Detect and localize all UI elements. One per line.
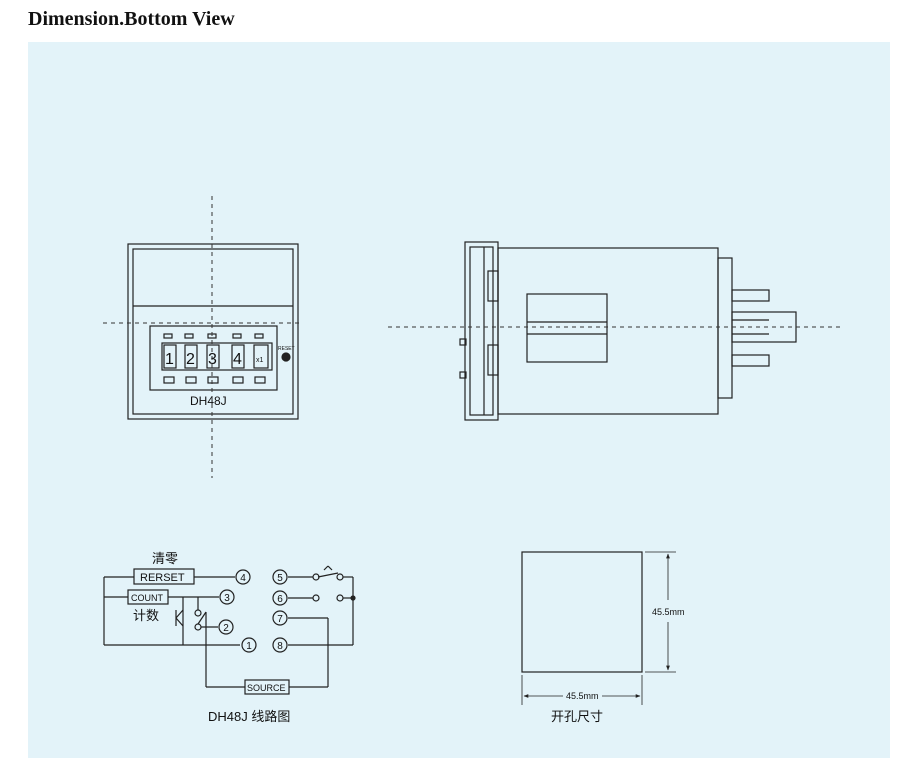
digit-2: 2 xyxy=(186,351,195,368)
svg-text:6: 6 xyxy=(277,594,283,605)
model-label: DH48J xyxy=(190,394,227,408)
reset-button-dot xyxy=(281,352,291,362)
digit-cell-3 xyxy=(206,344,220,369)
cutout-drawing xyxy=(521,551,676,705)
digit-4: 4 xyxy=(233,351,242,368)
front-bezel-outer xyxy=(127,243,299,420)
count-label-cn: 计数 xyxy=(133,608,159,623)
source-box-label: SOURCE xyxy=(247,683,286,693)
terminal-numbers: 4 3 2 1 5 6 7 8 xyxy=(223,573,283,652)
count-box-label: COUNT xyxy=(131,593,163,603)
terminal-8 xyxy=(272,637,288,653)
digit-cell-4 xyxy=(231,344,245,369)
digit-cell-2 xyxy=(184,344,198,369)
digit-down-buttons xyxy=(163,376,266,384)
cutout-width-label: 45.5mm xyxy=(566,691,599,701)
terminal-1 xyxy=(241,637,257,653)
terminal-7 xyxy=(272,610,288,626)
terminal-2 xyxy=(218,619,234,635)
svg-text:2: 2 xyxy=(223,623,229,634)
front-bezel-inner xyxy=(132,248,294,415)
digit-cell-mult xyxy=(253,344,269,369)
svg-text:3: 3 xyxy=(224,593,230,604)
terminal-4 xyxy=(235,569,251,585)
multiplier-label: x1 xyxy=(256,357,264,364)
digit-up-buttons xyxy=(163,333,264,339)
wiring-diagram xyxy=(103,565,356,695)
side-label xyxy=(526,293,608,363)
socket-base xyxy=(717,257,733,399)
digit-strip xyxy=(161,342,273,371)
diagram-panel xyxy=(28,42,890,758)
pin-2 xyxy=(731,354,770,367)
digit-cell-1 xyxy=(163,344,177,369)
side-view xyxy=(459,241,797,421)
terminal-3 xyxy=(219,589,235,605)
digit-1: 1 xyxy=(165,351,174,368)
svg-text:4: 4 xyxy=(240,573,246,584)
reset-box-label: RERSET xyxy=(140,572,185,584)
svg-text:5: 5 xyxy=(277,573,283,584)
front-view xyxy=(127,243,299,420)
front-centerlines xyxy=(103,196,300,478)
wiring-caption: DH48J 线路图 xyxy=(208,709,290,724)
reset-small-label: RESET xyxy=(278,346,295,352)
page-title: Dimension.Bottom View xyxy=(28,8,235,30)
reset-label-cn: 清零 xyxy=(152,551,178,566)
svg-text:1: 1 xyxy=(246,641,252,652)
counter-window xyxy=(149,325,278,391)
cutout-caption: 开孔尺寸 xyxy=(551,709,603,724)
cutout-height-label: 45.5mm xyxy=(652,607,685,617)
cutout-square xyxy=(521,551,643,673)
terminal-6 xyxy=(272,590,288,606)
svg-text:8: 8 xyxy=(277,641,283,652)
terminal-5 xyxy=(272,569,288,585)
side-body xyxy=(497,247,719,415)
svg-text:7: 7 xyxy=(277,614,283,625)
pin-1 xyxy=(731,289,770,302)
